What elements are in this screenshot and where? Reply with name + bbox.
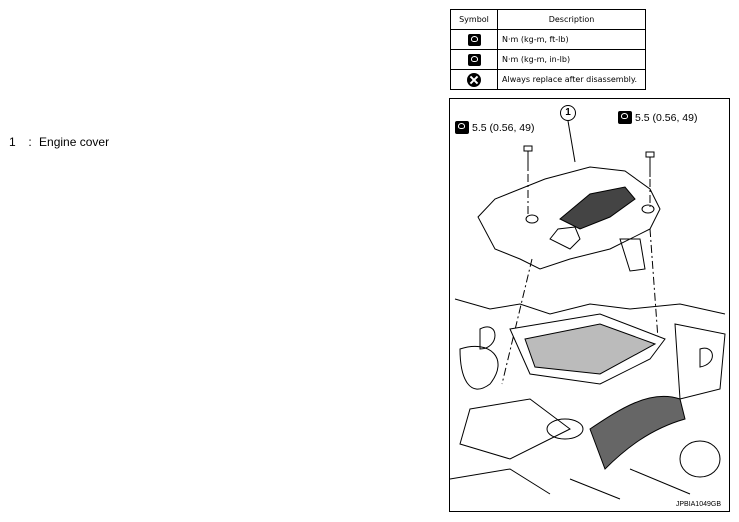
legend-label: Engine cover: [39, 135, 110, 149]
symbol-table-header: Symbol Description: [450, 9, 646, 30]
row-description: Always replace after disassembly.: [497, 69, 646, 90]
legend-engine-cover: 1 : Engine cover: [9, 135, 109, 149]
symbol-table: Symbol Description N·m (kg-m, ft-lb) N·m…: [450, 9, 646, 90]
torque-value-right: 5.5 (0.56, 49): [635, 111, 698, 124]
torque-wrench-icon: [467, 33, 481, 46]
row-description: N·m (kg-m, ft-lb): [497, 29, 646, 50]
header-symbol: Symbol: [450, 9, 498, 30]
legend-separator: :: [28, 135, 32, 149]
torque-wrench-icon: [467, 53, 481, 66]
engine-cover-illustration: 1 5.5 (0.56, 49) 5.5 (0.56, 49) JPBIA104…: [449, 98, 730, 512]
legend-number: 1: [9, 135, 16, 149]
torque-wrench-icon: [618, 111, 632, 124]
row-description: N·m (kg-m, in-lb): [497, 49, 646, 70]
table-row: N·m (kg-m, in-lb): [450, 49, 646, 70]
engine-drawing: [450, 120, 726, 500]
table-row: Always replace after disassembly.: [450, 69, 646, 90]
torque-spec-right: 5.5 (0.56, 49): [618, 111, 697, 124]
figure-code: JPBIA1049GB: [675, 501, 721, 508]
torque-value-left: 5.5 (0.56, 49): [472, 121, 535, 134]
table-row: N·m (kg-m, ft-lb): [450, 29, 646, 50]
torque-wrench-icon: [455, 121, 469, 134]
callout-1: 1: [560, 105, 576, 121]
torque-spec-left: 5.5 (0.56, 49): [455, 121, 534, 134]
header-description: Description: [497, 9, 646, 30]
replace-icon: [467, 72, 481, 87]
